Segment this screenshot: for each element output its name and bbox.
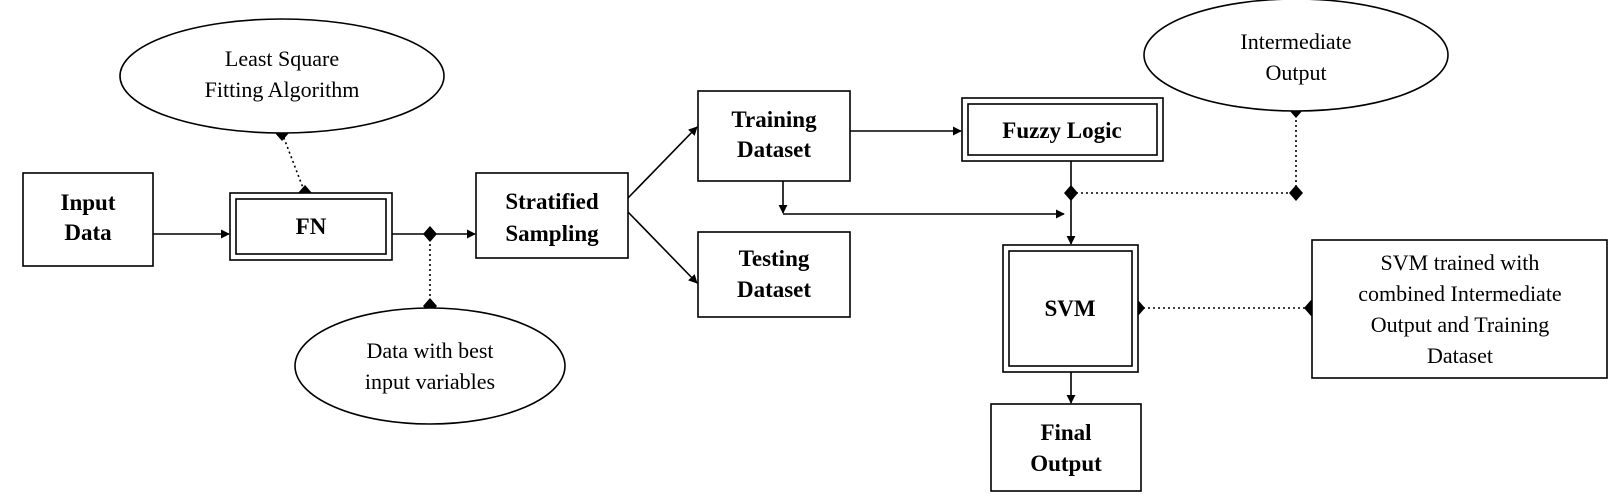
input-data-box: Input Data — [22, 172, 154, 267]
diamond-intermediate-right — [1289, 185, 1303, 201]
best-vars-line-1: Data with best — [366, 338, 493, 363]
intermediate-ellipse: Intermediate Output — [1143, 0, 1449, 112]
input-data-line-2: Data — [64, 220, 112, 245]
final-output-line-2: Output — [1030, 451, 1102, 476]
least-square-ellipse: Least Square Fitting Algorithm — [119, 18, 445, 134]
fuzzy-logic-label: Fuzzy Logic — [1002, 118, 1121, 143]
fn-label: FN — [296, 214, 327, 239]
stratified-sampling-line-2: Sampling — [505, 221, 599, 246]
diamond-fn-output — [423, 226, 437, 242]
svm-note-line-3: Output and Training — [1371, 312, 1549, 337]
fuzzy-logic-box: Fuzzy Logic — [961, 97, 1164, 162]
intermediate-line-2: Output — [1265, 60, 1326, 85]
arrow-sampling-to-testing — [627, 211, 698, 284]
best-vars-ellipse: Data with best input variables — [294, 307, 566, 425]
svm-note-line-4: Dataset — [1427, 343, 1493, 368]
best-vars-line-2: input variables — [365, 369, 495, 394]
svm-label: SVM — [1044, 296, 1095, 321]
final-output-box: Final Output — [990, 403, 1142, 492]
testing-dataset-line-2: Dataset — [737, 277, 811, 302]
input-data-line-1: Input — [61, 190, 116, 215]
svm-note-line-2: combined Intermediate — [1358, 281, 1561, 306]
least-square-line-2: Fitting Algorithm — [205, 77, 360, 102]
testing-dataset-line-1: Testing — [739, 246, 810, 271]
intermediate-line-1: Intermediate — [1240, 29, 1351, 54]
training-dataset-box: Training Dataset — [697, 90, 851, 182]
testing-dataset-box: Testing Dataset — [697, 231, 851, 318]
least-square-line-1: Least Square — [225, 46, 339, 71]
svm-note-box: SVM trained with combined Intermediate O… — [1311, 239, 1608, 379]
fn-box: FN — [229, 192, 393, 261]
arrow-sampling-to-training — [627, 126, 698, 199]
final-output-line-1: Final — [1040, 420, 1091, 445]
stratified-sampling-box: Stratified Sampling — [475, 172, 629, 259]
stratified-sampling-line-1: Stratified — [505, 189, 598, 214]
training-dataset-line-1: Training — [731, 107, 817, 132]
dotted-least-square-to-fn — [281, 132, 306, 194]
svm-box: SVM — [1002, 244, 1139, 373]
training-dataset-line-2: Dataset — [737, 137, 811, 162]
svm-note-line-1: SVM trained with — [1381, 250, 1540, 275]
diamond-fuzzy-junction — [1064, 185, 1078, 201]
